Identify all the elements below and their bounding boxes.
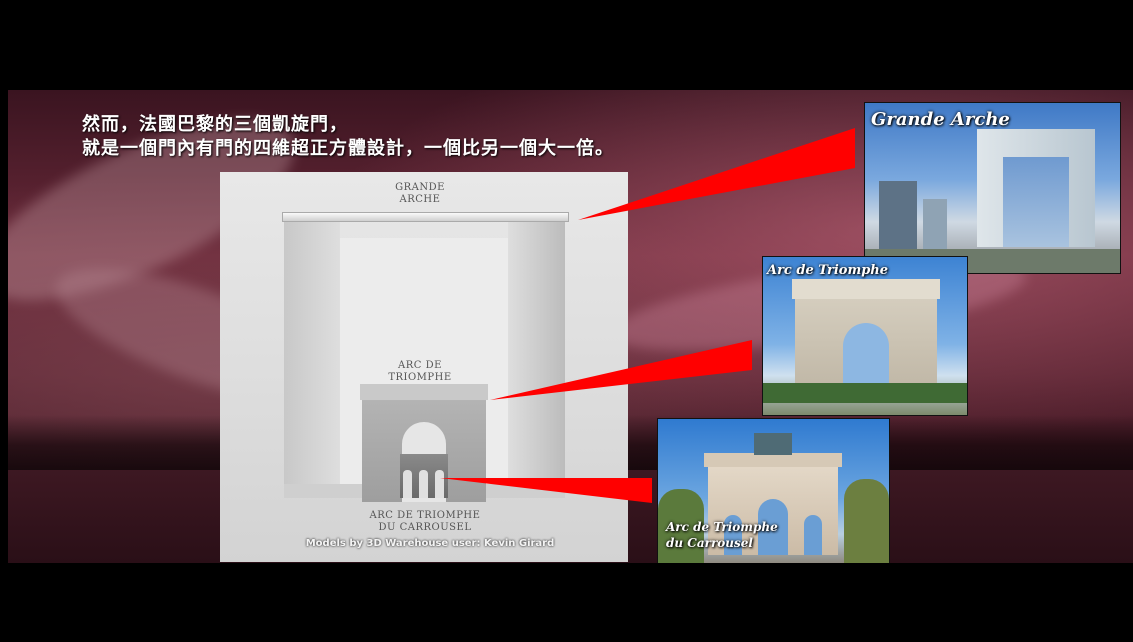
carrousel-title-line-2: du Carrousel — [666, 536, 753, 550]
carrousel-title-line-1: Arc de Triomphe — [666, 520, 778, 534]
arch-model-panel: GRANDE ARCHE ARC DE TRIOMPHE ARC DE TRIO… — [220, 172, 628, 562]
pointer-arc-de-triomphe — [490, 340, 752, 400]
arc-de-triomphe-title: Arc de Triomphe — [767, 263, 889, 278]
grande-arche-label: GRANDE ARCHE — [370, 182, 470, 206]
grande-arche-roof — [282, 212, 569, 222]
carrousel-label: ARC DE TRIOMPHE DU CARROUSEL — [340, 510, 510, 534]
carrousel-photo: Arc de Triomphe du Carrousel — [657, 418, 890, 564]
grande-label-line-2: ARCHE — [399, 194, 441, 205]
grande-arche-title: Grande Arche — [871, 109, 1010, 130]
arc-attic — [360, 384, 488, 400]
pointer-grande-arche — [578, 128, 855, 220]
grande-label-line-1: GRANDE — [395, 182, 445, 193]
arc-de-triomphe-label: ARC DE TRIOMPHE — [370, 360, 470, 384]
carrousel-model — [400, 454, 448, 498]
arc-de-triomphe-model — [360, 384, 488, 502]
carrousel-label-line-1: ARC DE TRIOMPHE — [369, 510, 481, 521]
carrousel-label-line-2: DU CARROUSEL — [378, 522, 472, 533]
grande-arche-photo: Grande Arche — [864, 102, 1121, 274]
model-credit: Models by 3D Warehouse user: Kevin Girar… — [305, 538, 555, 549]
grande-arche-right-wall — [508, 220, 565, 498]
caption-text: 然而，法國巴黎的三個凱旋門， 就是一個門內有門的四維超正方體設計，一個比另一個大… — [82, 113, 614, 161]
letterbox-bottom — [0, 563, 1133, 642]
arc-de-triomphe-photo: Arc de Triomphe — [762, 256, 968, 416]
arc-label-line-1: ARC DE — [398, 360, 442, 371]
carrousel-title: Arc de Triomphe du Carrousel — [666, 519, 778, 551]
arc-label-line-2: TRIOMPHE — [388, 372, 452, 383]
quadriga — [754, 433, 792, 455]
letterbox-top — [0, 0, 1133, 90]
grande-arche-left-wall — [284, 220, 340, 498]
caption-line-1: 然而，法國巴黎的三個凱旋門， — [82, 114, 348, 135]
caption-line-2: 就是一個門內有門的四維超正方體設計，一個比另一個大一倍。 — [82, 138, 614, 159]
pointer-carrousel — [440, 478, 652, 503]
carrousel-building — [704, 453, 842, 555]
grande-arche-building — [977, 129, 1095, 247]
